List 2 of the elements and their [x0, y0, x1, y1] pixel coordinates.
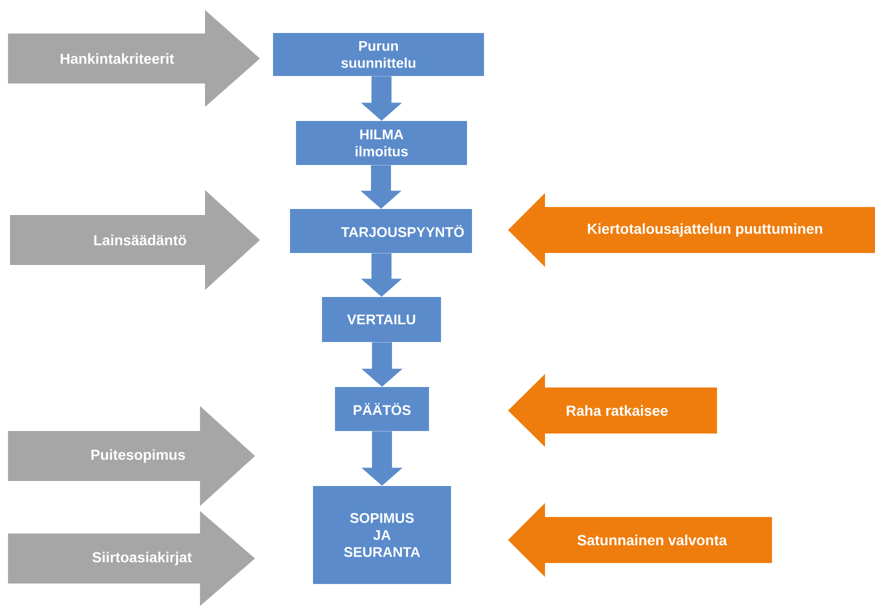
process-box: SOPIMUS JA SEURANTA: [313, 486, 451, 584]
process-box: Purun suunnittelu: [273, 33, 484, 76]
